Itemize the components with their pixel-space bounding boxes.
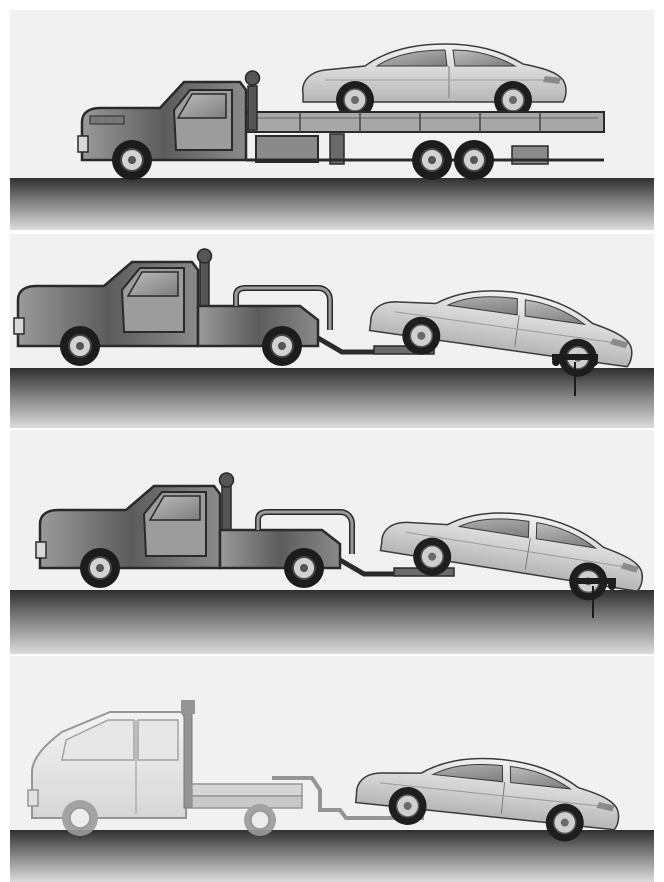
- ground: [10, 590, 654, 654]
- panel-wheel-lift-front: [10, 234, 654, 428]
- ground: [10, 368, 654, 428]
- panel-wheel-lift-rear: [10, 430, 654, 654]
- panel-flatbed: [10, 10, 654, 230]
- panel-sling-tow: [10, 656, 654, 882]
- ground: [10, 178, 654, 230]
